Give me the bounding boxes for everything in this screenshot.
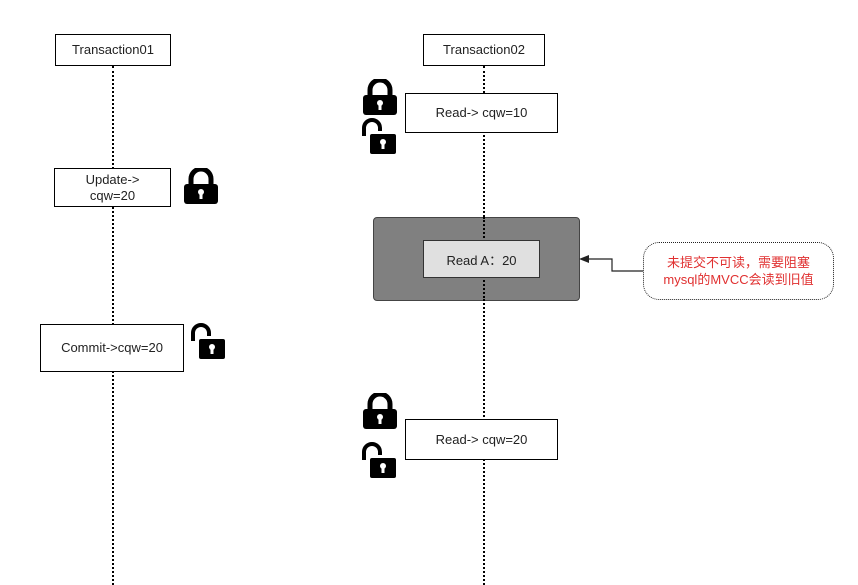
lock-open-icon	[362, 442, 396, 478]
lifeline-transaction02	[483, 66, 485, 585]
note-line1: 未提交不可读，需要阻塞	[666, 255, 810, 270]
lock-closed-icon	[363, 79, 397, 115]
step-t1-update-line2: cqw=20	[89, 187, 136, 203]
step-t1-update: Update-> cqw=20	[54, 168, 171, 207]
step-t1-update-line1: Update->	[85, 171, 140, 187]
participant-transaction01: Transaction01	[55, 34, 171, 66]
step-t2-read-cqw10: Read-> cqw=10	[405, 93, 558, 133]
blocked-read-note: 未提交不可读，需要阻塞 mysql的MVCC会读到旧值	[643, 242, 834, 300]
participant-transaction02: Transaction02	[423, 34, 545, 66]
step-t1-commit: Commit->cqw=20	[40, 324, 184, 372]
step-t2-read-a: Read A：20	[423, 240, 540, 278]
note-line2: mysql的MVCC会读到旧值	[663, 272, 814, 287]
lock-open-icon	[362, 118, 396, 154]
lock-open-icon	[191, 323, 225, 359]
step-t2-read-cqw20: Read-> cqw=20	[405, 419, 558, 460]
lock-closed-icon	[363, 393, 397, 429]
lock-closed-icon	[184, 168, 218, 204]
note-connector	[579, 255, 644, 272]
